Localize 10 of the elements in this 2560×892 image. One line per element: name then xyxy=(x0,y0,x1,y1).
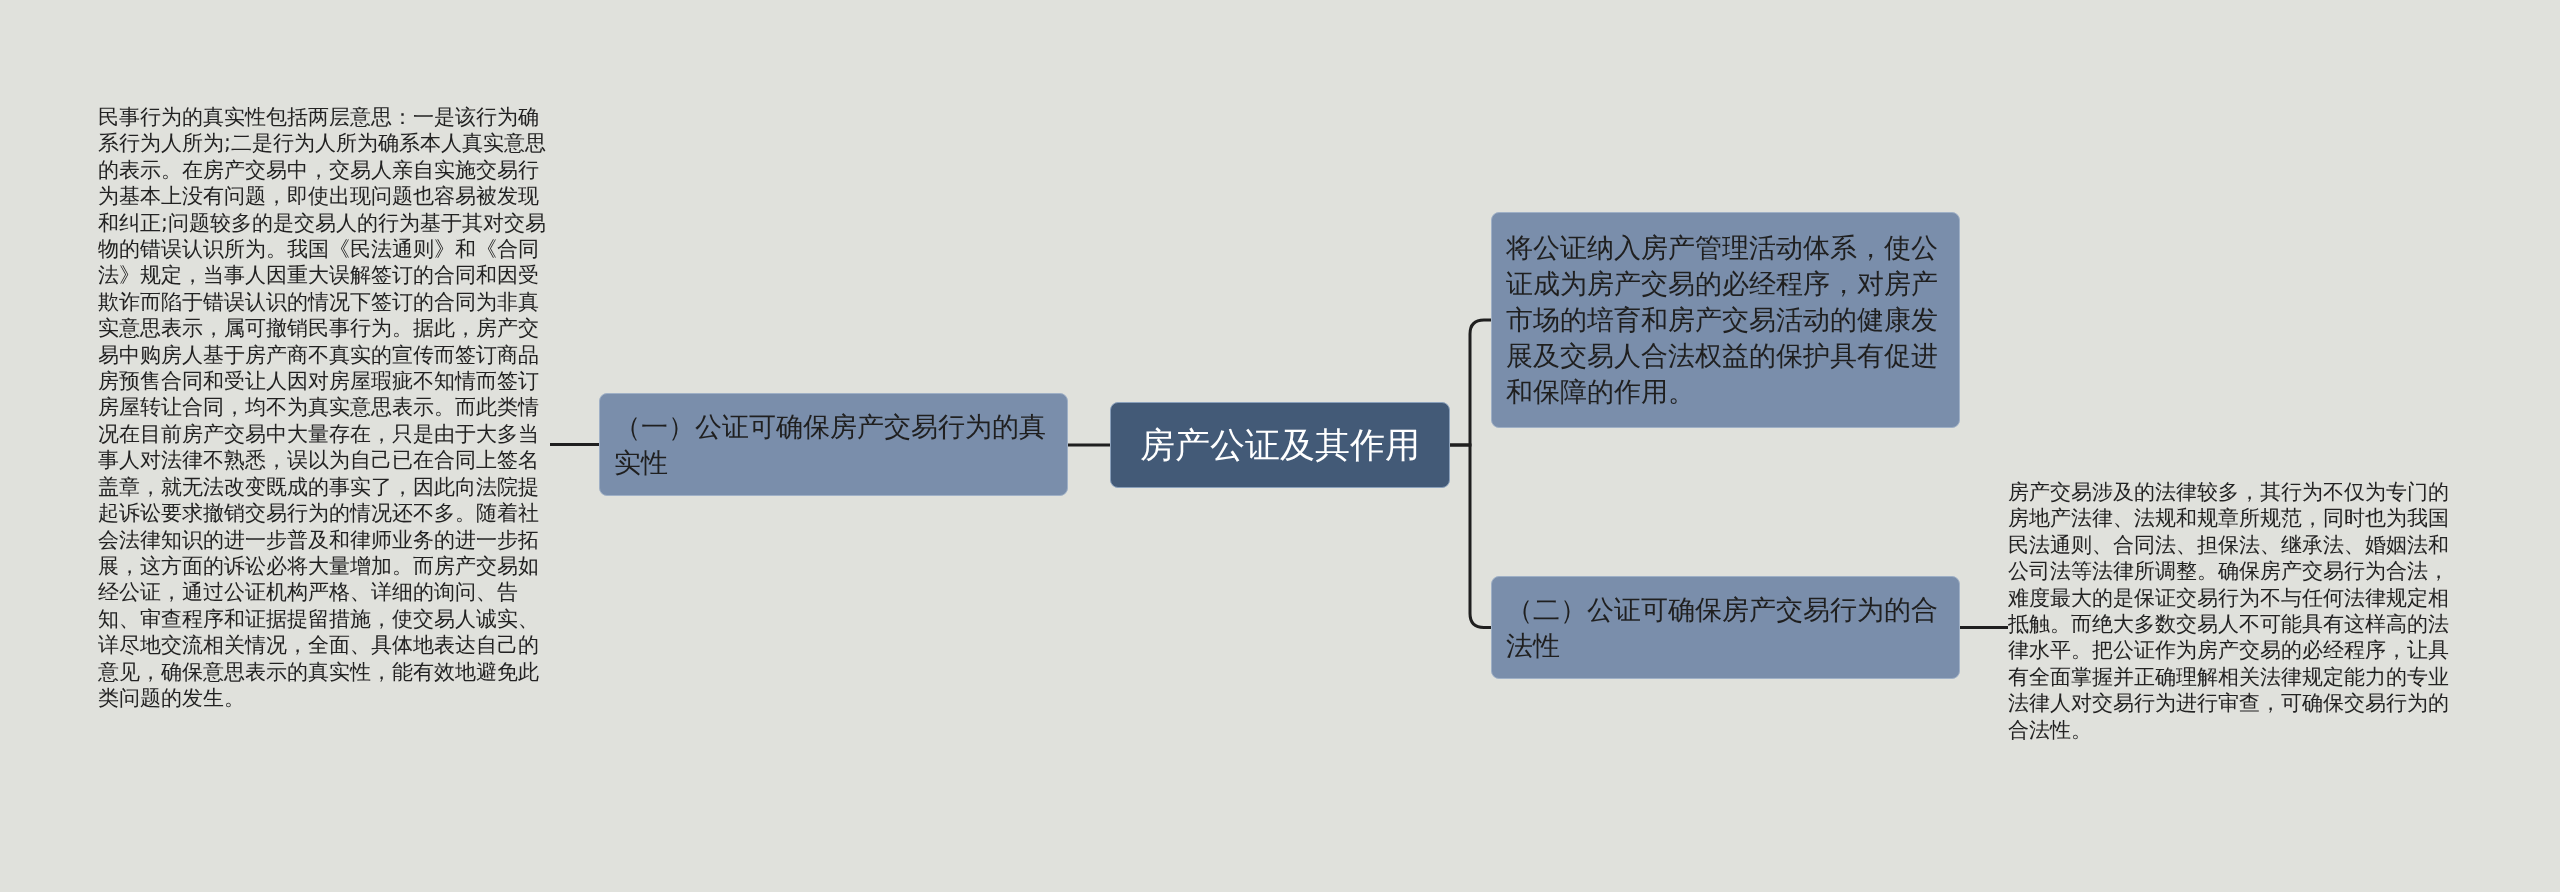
note-text: 房产交易涉及的法律较多，其行为不仅为专门的房地产法律、法规和规章所规范，同时也为我国民法通则、合同法、担保法、继承法、婚姻法和公司法等法律所调整。确保房产交易行为合法，难度最大的是保证交易行为不与任何法律规定相抵触。而绝大多数交易人不可能具有这样高的法律水平。把公证作为房产交易的必经程序，让具有全面掌握并正确理解相关法律规定能力的专业法律人对交易行为进行审查，可确保交易行为的合法性。 xyxy=(2008,480,2449,742)
topic-box: （二）公证可确保房产交易行为的合法性 xyxy=(1491,576,1960,679)
topic-box: （一）公证可确保房产交易行为的真实性 xyxy=(599,393,1068,496)
note-text: 民事行为的真实性包括两层意思：一是该行为确系行为人所为;二是行为人所为确系本人真实意思的表示。在房产交易中，交易人亲自实施交易行为基本上没有问题，即使出现问题也容易被发现和纠正;问题较多的是交易人的行为基于其对交易物的错误认识所为。我国《民法通则》和《合同法》规定，当事人因重大误解签订的合同和因受欺诈而陷于错误认识的情况下签订的合同为非真实意思表示，属可撤销民事行为。据此，房产交易中购房人基于房产商不真实的宣传而签订商品房预售合同和受让人因对房屋瑕疵不知情而签订房屋转让合同，均不为真实意思表示。而此类情况在目前房产交易中大量存在，只是由于大多当事人对法律不熟悉，误以为自己已在合同上签名盖章，就无法改变既成的事实了，因此向法院提起诉讼要求撤销交易行为的情况还不多。随着社会法律知识的进一步普及和律师业务的进一步拓展，这方面的诉讼必将大量增加。而房产交易如经公证，通过公证机构严格、详细的询问、告知、审查程序和证据提留措施，使交易人诚实、详尽地交流相关情况，全面、具体地表达自己的意见，确保意思表示的真实性，能有效地避免此类问题的发生。 xyxy=(98,105,546,710)
topic-box: 将公证纳入房产管理活动体系，使公证成为房产交易的必经程序，对房产市场的培育和房产交易活动的健康发展及交易人合法权益的保护具有促进和保障的作用。 xyxy=(1491,212,1960,428)
connector-line xyxy=(1960,626,2008,629)
central-topic-box: 房产公证及其作用 xyxy=(1110,402,1450,488)
connector-line xyxy=(1068,443,1110,447)
connector-line xyxy=(1450,443,1491,629)
connector-line xyxy=(550,443,599,446)
